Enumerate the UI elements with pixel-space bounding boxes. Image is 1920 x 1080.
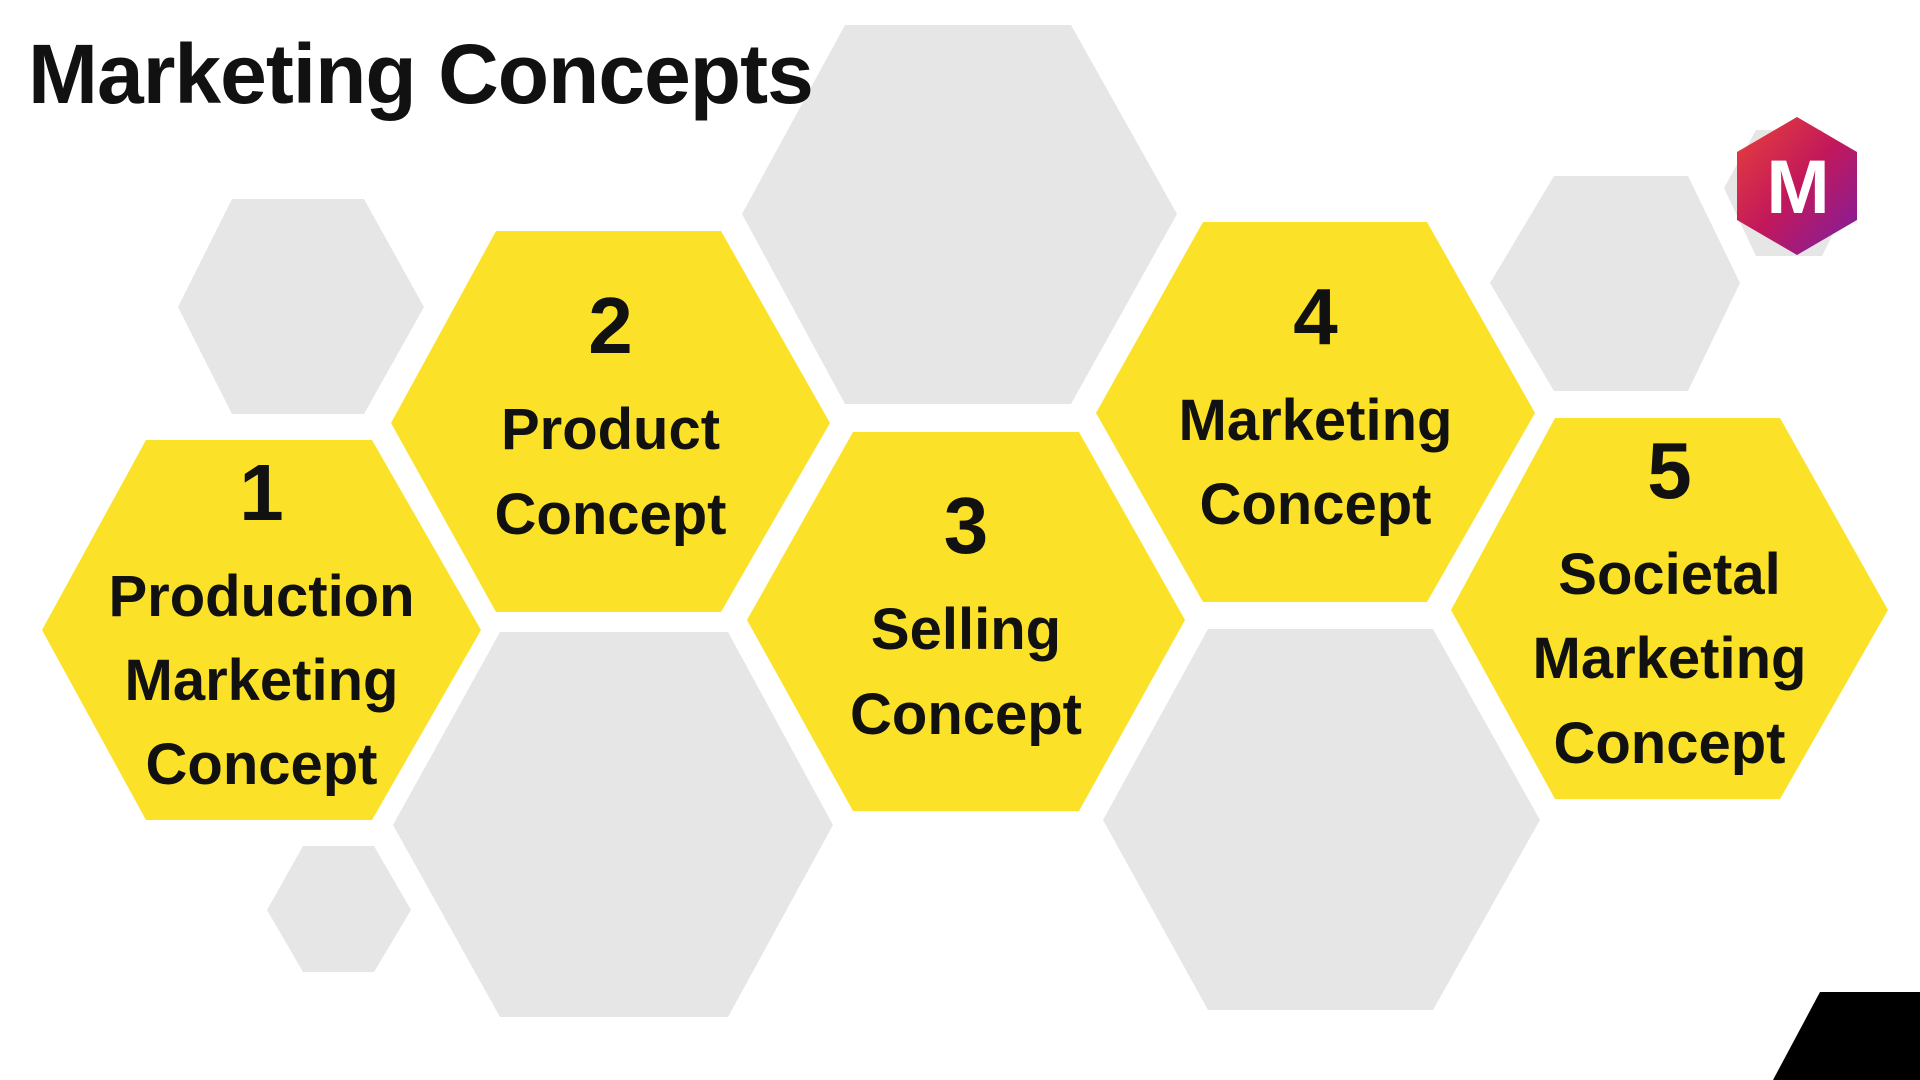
concept-number: 2 xyxy=(588,281,633,371)
bg-hexagon xyxy=(178,199,424,414)
concept-label: Marketing Concept xyxy=(1178,387,1453,537)
logo-hexagon xyxy=(1737,117,1857,255)
concept-5: 5 Societal Marketing Concept xyxy=(1451,418,1888,799)
concept-hexagons xyxy=(42,222,1888,820)
concept-2: 2 Product Concept xyxy=(391,231,830,612)
concept-1-hexagon xyxy=(42,440,481,820)
concept-3: 3 Selling Concept xyxy=(747,432,1185,811)
concept-number: 1 xyxy=(239,447,284,537)
bg-hexagon xyxy=(742,25,1177,404)
concept-label: Production Marketing Concept xyxy=(108,563,415,798)
page-title: Marketing Concepts xyxy=(28,27,814,121)
concept-label: Product Concept xyxy=(494,397,727,547)
corner-decoration xyxy=(1773,992,1920,1080)
concept-4-hexagon xyxy=(1096,222,1535,602)
concept-number: 5 xyxy=(1647,426,1692,516)
bg-hexagon xyxy=(1490,176,1740,391)
concept-number: 3 xyxy=(943,481,989,571)
bg-hexagon xyxy=(1103,629,1540,1010)
concept-2-hexagon xyxy=(391,231,830,612)
concept-number: 4 xyxy=(1293,271,1338,361)
concept-1: 1 Production Marketing Concept xyxy=(42,440,481,820)
concept-3-hexagon xyxy=(747,432,1185,811)
bg-hexagon xyxy=(393,632,833,1017)
concept-label: Selling Concept xyxy=(850,597,1082,747)
concept-5-hexagon xyxy=(1451,418,1888,799)
concept-label: Societal Marketing Concept xyxy=(1532,542,1807,776)
concept-4: 4 Marketing Concept xyxy=(1096,222,1535,602)
logo-icon: M xyxy=(1766,145,1830,230)
bg-hexagon xyxy=(267,846,411,972)
